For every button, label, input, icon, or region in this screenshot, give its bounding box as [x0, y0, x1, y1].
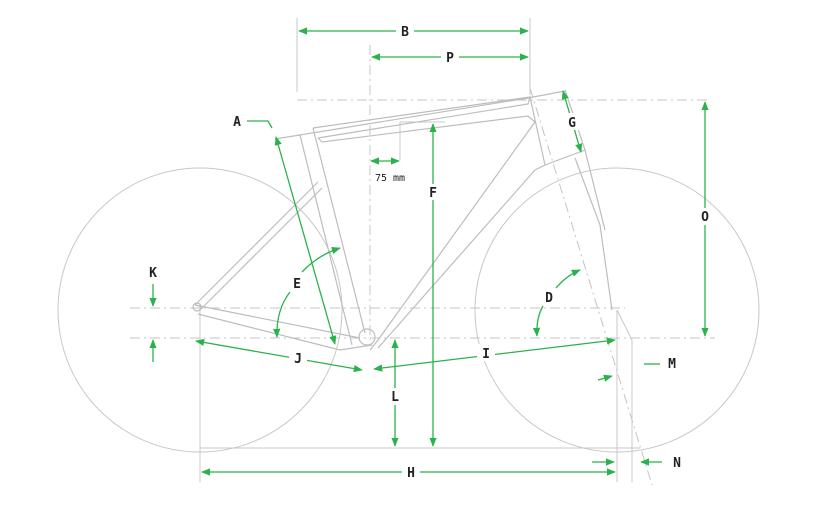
dimension-I: I	[373, 337, 616, 372]
reference-lines	[130, 18, 715, 486]
bottom-bracket	[358, 328, 376, 346]
dimension-A: A	[233, 115, 337, 345]
svg-text:N: N	[673, 456, 681, 471]
svg-text:E: E	[293, 277, 301, 292]
svg-text:M: M	[668, 357, 676, 372]
dimension-J: J	[195, 338, 363, 373]
dimension-G: G	[561, 90, 583, 153]
svg-text:I: I	[482, 347, 490, 362]
dimension-B: B	[298, 24, 529, 40]
svg-text:J: J	[294, 352, 302, 367]
svg-text:P: P	[446, 51, 454, 66]
svg-text:L: L	[391, 390, 399, 405]
bike-frame	[192, 89, 613, 351]
svg-text:75 mm: 75 mm	[375, 173, 405, 184]
dimension-M: M	[597, 357, 676, 382]
svg-text:G: G	[568, 116, 576, 131]
dimension-N: N	[592, 456, 681, 471]
svg-text:H: H	[407, 466, 415, 481]
dimension-O: O	[697, 101, 713, 337]
svg-text:A: A	[233, 115, 241, 130]
dimension-P: P	[371, 50, 529, 66]
dimension-L: L	[387, 339, 403, 447]
dimension-F: F	[425, 123, 441, 447]
svg-text:F: F	[429, 186, 437, 201]
svg-text:D: D	[545, 291, 553, 306]
dimension-75mm: 75 mm	[370, 157, 405, 184]
dimension-D: D	[532, 269, 581, 337]
svg-text:B: B	[401, 25, 409, 40]
svg-text:O: O	[701, 210, 709, 225]
dimension-E: E	[273, 247, 341, 338]
dimension-H: H	[201, 465, 616, 481]
svg-text:K: K	[149, 266, 157, 281]
dimension-K: K	[149, 266, 157, 362]
